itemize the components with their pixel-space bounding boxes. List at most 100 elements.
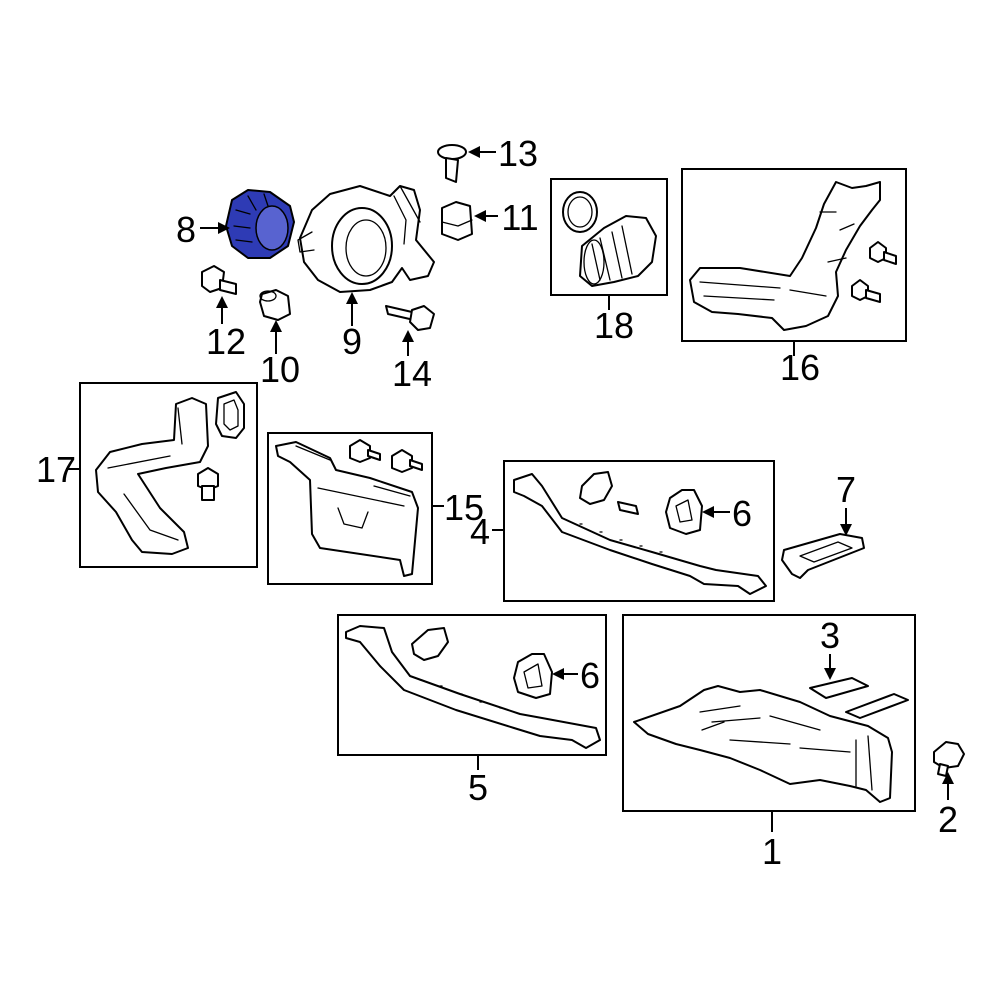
part-5-clip	[411, 627, 449, 661]
part-9-inlet-inner	[345, 219, 387, 277]
callout-17: 17	[36, 449, 76, 490]
part-2-clip-stem	[937, 763, 949, 777]
part-16-detail	[699, 211, 855, 301]
part-5-holes	[419, 679, 503, 709]
arrow-14	[402, 330, 414, 342]
part-17-box	[79, 382, 258, 568]
part-15[interactable]	[275, 439, 423, 577]
callout-7: 7	[836, 469, 856, 510]
part-13[interactable]	[437, 144, 467, 183]
part-15-detail	[295, 445, 411, 529]
part-3-pad-b	[845, 693, 909, 719]
part-1-shield	[633, 685, 893, 803]
part-15-box	[267, 432, 433, 585]
callout-6-lower: 6	[580, 655, 600, 696]
arrow-3	[824, 668, 836, 680]
part-10[interactable]	[259, 289, 291, 321]
part-6-upper-body	[665, 489, 703, 535]
part-18-hose-ribs	[591, 225, 633, 281]
part-18-seal-inner	[567, 196, 593, 228]
part-4-clip	[579, 471, 613, 505]
part-9[interactable]	[297, 185, 435, 293]
part-3-pad-a	[809, 677, 869, 699]
callout-15: 15	[444, 487, 484, 528]
part-8-highlighted[interactable]	[225, 189, 295, 259]
leader-lines	[66, 146, 954, 832]
arrow-2	[942, 772, 954, 784]
part-15-bolt-a-shank	[367, 449, 381, 461]
part-6-lower[interactable]	[513, 653, 553, 699]
part-6-upper[interactable]	[665, 489, 703, 535]
arrow-8	[218, 222, 230, 234]
part-7[interactable]	[781, 533, 865, 579]
part-11[interactable]	[441, 201, 473, 241]
callout-1: 1	[762, 831, 782, 872]
callout-6-upper: 6	[732, 493, 752, 534]
part-16[interactable]	[689, 181, 897, 331]
part-14-bolt-head	[409, 305, 435, 331]
part-11-groove	[441, 219, 473, 227]
part-17-seal-inner	[223, 399, 239, 431]
callout-13: 13	[498, 133, 538, 174]
part-17-bolt-shank	[201, 485, 215, 501]
arrow-6-upper	[702, 506, 714, 518]
arrow-12	[216, 296, 228, 308]
callout-14: 14	[392, 353, 432, 394]
part-4[interactable]	[513, 471, 767, 595]
part-1-box	[622, 614, 916, 812]
part-14[interactable]	[385, 305, 435, 331]
arrow-7	[840, 524, 852, 536]
part-16-bolt-b-shank	[865, 289, 881, 303]
callout-11: 11	[501, 197, 538, 238]
arrow-9	[346, 292, 358, 304]
part-17[interactable]	[95, 391, 245, 555]
part-11-grommet	[441, 201, 473, 241]
part-18-hose	[579, 215, 657, 287]
part-10-top	[259, 290, 277, 302]
part-5-box	[337, 614, 607, 756]
part-18-hose-end	[583, 239, 605, 285]
callout-12: 12	[206, 321, 246, 362]
part-16-bolt-a-shank	[883, 251, 897, 265]
callout-2: 2	[938, 799, 958, 840]
callout-labels: 1 2 3 4 5 6 6 7 8 9 10 11 12 13 14 15 16…	[36, 133, 958, 872]
part-2-clip-head	[933, 741, 965, 769]
callout-5: 5	[468, 767, 488, 808]
callout-16: 16	[780, 347, 820, 388]
part-13-head	[437, 144, 467, 160]
callout-3: 3	[820, 615, 840, 656]
part-1-detail	[699, 705, 873, 791]
arrow-6-lower	[552, 668, 564, 680]
callout-4: 4	[470, 511, 490, 552]
arrow-11	[474, 210, 486, 222]
part-16-duct	[689, 181, 881, 331]
part-12-bolt-shank	[219, 279, 237, 295]
callout-10: 10	[260, 349, 300, 390]
part-10-bushing	[259, 289, 291, 321]
part-8-opening	[255, 205, 289, 251]
part-5[interactable]	[345, 625, 601, 749]
part-6-upper-inner	[675, 499, 693, 523]
arrow-13	[468, 146, 480, 158]
part-4-holes	[579, 523, 663, 553]
part-18[interactable]	[562, 191, 657, 287]
part-17-duct	[95, 397, 209, 555]
part-17-seal	[215, 391, 245, 439]
part-12[interactable]	[201, 265, 237, 295]
part-1[interactable]	[633, 685, 893, 803]
part-9-duct	[297, 185, 421, 253]
part-9-inlet	[331, 207, 393, 285]
callout-9: 9	[342, 321, 362, 362]
part-2[interactable]	[933, 741, 965, 777]
callout-18: 18	[594, 305, 634, 346]
part-4-pad	[617, 501, 639, 515]
part-15-bolt-b	[391, 449, 413, 473]
part-3[interactable]	[809, 677, 909, 719]
part-15-bracket	[275, 441, 419, 577]
part-15-bolt-b-shank	[409, 459, 423, 471]
part-13-shank	[445, 157, 459, 183]
part-17-bolt-head	[197, 467, 219, 491]
arrow-10	[270, 320, 282, 332]
callout-8: 8	[176, 209, 196, 250]
